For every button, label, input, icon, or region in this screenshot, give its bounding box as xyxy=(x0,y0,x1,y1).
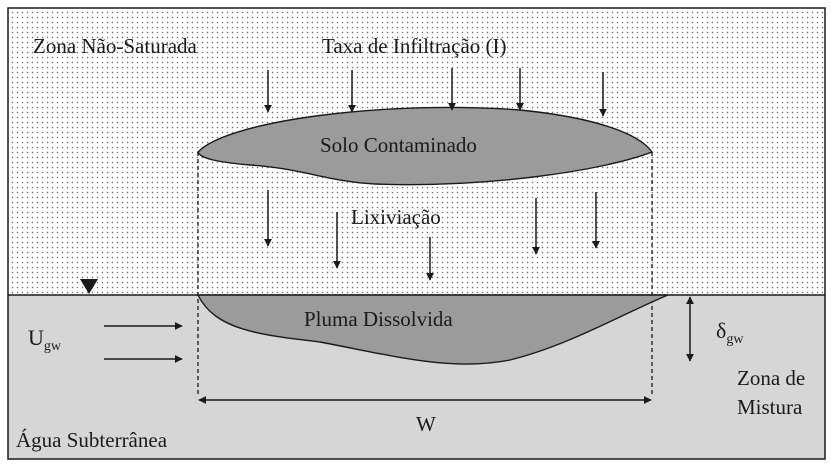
dissolved-plume xyxy=(196,294,669,365)
dissolved-plume-label: Pluma Dissolvida xyxy=(304,307,453,331)
mixing-depth-label: δgw xyxy=(716,318,744,347)
diagram-border xyxy=(7,7,826,460)
unsaturated-zone-label: Zona Não-Saturada xyxy=(33,34,198,58)
groundwater-velocity-label: Ugw xyxy=(28,325,62,354)
contaminated-soil-lens xyxy=(197,106,654,186)
contaminated-soil-label: Solo Contaminado xyxy=(320,133,477,157)
leaching-label: Lixiviação xyxy=(351,205,441,229)
water-table-symbol xyxy=(80,279,98,294)
mixing-zone-label-line2: Mistura xyxy=(737,395,803,419)
mixing-zone-label-line1: Zona de xyxy=(737,366,805,390)
groundwater-label: Água Subterrânea xyxy=(16,428,168,452)
width-label: W xyxy=(416,412,436,436)
infiltration-rate-label: Taxa de Infiltração (I) xyxy=(322,34,507,58)
